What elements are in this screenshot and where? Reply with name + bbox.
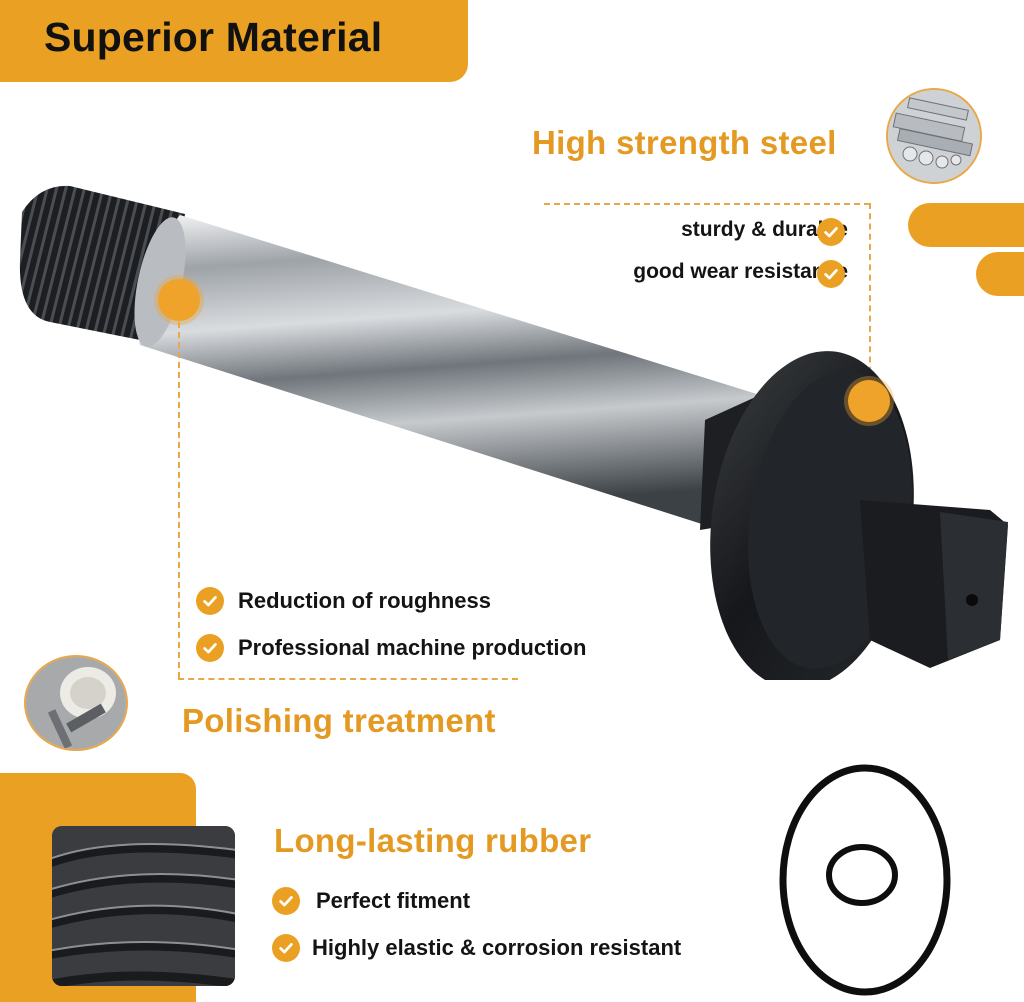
steel-connector-vertical — [869, 203, 871, 383]
steel-feature-1: sturdy & durable — [681, 218, 848, 242]
page-title: Superior Material — [44, 14, 383, 60]
polish-feature-2-label: Professional machine production — [238, 635, 587, 660]
steel-heading: High strength steel — [532, 124, 837, 161]
steel-hotspot-dot — [848, 380, 890, 422]
rubber-feature-2: Highly elastic & corrosion resistant — [312, 935, 681, 961]
polish-feature-2: Professional machine production — [238, 635, 586, 661]
polishing-wheel-thumbnail — [24, 655, 128, 751]
rubber-feature-1: Perfect fitment — [316, 888, 470, 914]
steel-bars-thumbnail — [886, 88, 982, 184]
polish-feature-1: Reduction of roughness — [238, 588, 491, 614]
polish-connector-horizontal — [178, 678, 518, 680]
accent-bar-top — [908, 203, 1024, 247]
polish-hotspot-dot — [158, 279, 200, 321]
o-ring-image — [779, 764, 951, 996]
title-banner — [0, 0, 468, 82]
check-icon — [196, 587, 224, 615]
polish-connector-vertical — [178, 322, 180, 678]
check-icon — [196, 634, 224, 662]
steel-feature-1-label: sturdy & durable — [681, 218, 848, 241]
rubber-feature-1-label: Perfect fitment — [316, 888, 471, 913]
check-icon — [817, 218, 845, 246]
check-icon — [272, 887, 300, 915]
check-icon — [817, 260, 845, 288]
accent-bar-bottom — [976, 252, 1024, 296]
rubber-feature-2-label: Highly elastic & corrosion resistant — [312, 935, 682, 960]
polish-heading: Polishing treatment — [182, 702, 496, 739]
steel-feature-2: good wear resistance — [633, 260, 848, 284]
steel-connector-horizontal — [544, 203, 870, 205]
check-icon — [272, 934, 300, 962]
rubber-coils-thumbnail — [52, 826, 235, 986]
rubber-heading: Long-lasting rubber — [274, 822, 592, 859]
polish-feature-1-label: Reduction of roughness — [238, 588, 491, 613]
shaft-image — [19, 185, 1008, 680]
steel-feature-2-label: good wear resistance — [633, 260, 848, 283]
